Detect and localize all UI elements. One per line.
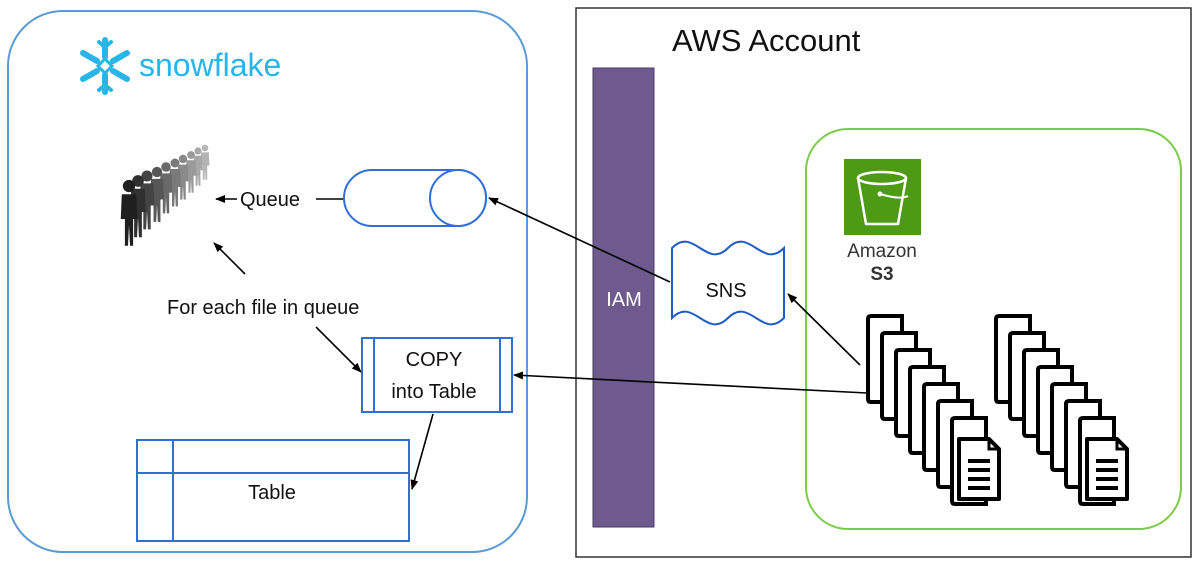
aws-account-title: AWS Account <box>672 23 861 58</box>
s3-label-line1: Amazon <box>847 241 917 262</box>
table-box: Table <box>136 439 410 542</box>
copy-label-line2: into Table <box>391 381 476 403</box>
copy-to-table-arrow <box>410 413 434 490</box>
iam-label: IAM <box>606 289 642 311</box>
s3-label-line2: S3 <box>870 264 893 285</box>
sns-label: SNS <box>705 280 746 302</box>
queue-cylinder-icon <box>343 169 487 227</box>
loop-label: For each file in queue <box>167 297 359 319</box>
s3-to-sns-arrow <box>787 293 861 366</box>
document-icon <box>1085 437 1129 501</box>
s3-to-copy-arrow <box>513 371 868 394</box>
snowflake-logo-icon <box>80 37 130 95</box>
s3-bucket-icon <box>844 159 921 235</box>
snowflake-container <box>7 10 528 553</box>
loop-arrow-down <box>315 326 362 373</box>
document-icon <box>957 437 1001 501</box>
iam-bar <box>592 67 655 528</box>
snowflake-wordmark: snowflake <box>139 47 281 83</box>
copy-into-table-box: COPY into Table <box>361 337 513 413</box>
copy-label-line1: COPY <box>406 349 463 371</box>
queue-label: Queue <box>240 189 300 211</box>
sns-shape: SNS <box>671 240 785 326</box>
loop-arrow-up <box>213 242 246 275</box>
table-label: Table <box>248 482 296 504</box>
sns-to-queue-arrow <box>488 197 671 283</box>
